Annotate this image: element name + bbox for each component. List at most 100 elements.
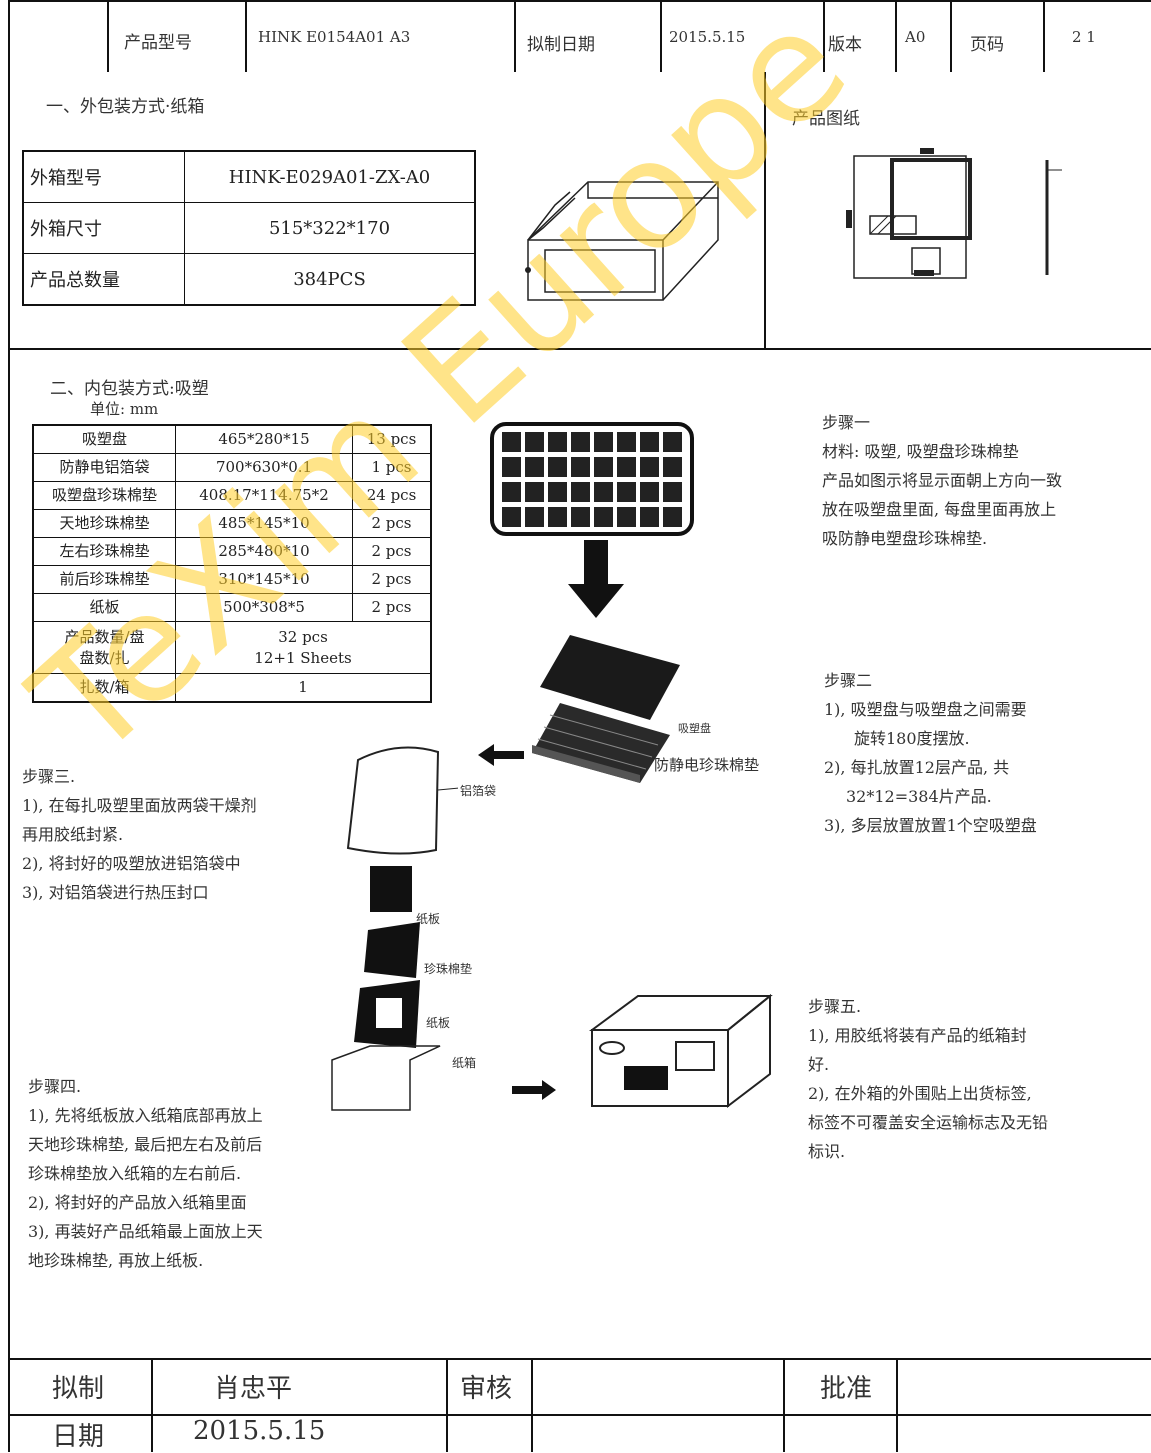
step1-title: 步骤一 [822,413,871,432]
date-value: 2015.5.15 [669,28,746,46]
tray-cell [617,482,636,502]
outer-title: 一、外包装方式·纸箱 [46,97,205,117]
tray-cell [594,432,613,452]
cell-value: 32 pcs 12+1 Sheets [175,621,432,674]
step-line: 天地珍珠棉垫, 最后把左右及前后 [28,1135,263,1154]
tray-cell [571,482,590,502]
cell-qty: 2 pcs [352,593,432,622]
step1-block: 步骤一 材料: 吸塑, 吸塑盘珍珠棉垫 产品如图示将显示面朝上方向一致 放在吸塑… [822,408,1062,553]
cell-size: 700*630*0.1 [175,453,353,482]
cell-name: 防静电铝箔袋 [32,453,176,482]
foam-pad-label: 防静电珍珠棉垫 [654,756,760,774]
per-bundle-label: 盘数/扎 [79,648,130,667]
step-line: 2), 将封好的吸塑放进铝箔袋中 [22,854,241,873]
tray-cell [594,482,613,502]
review-label: 审核 [460,1374,513,1404]
tray-cell [663,457,682,477]
tray-cell [594,507,613,527]
outer-label: 外箱尺寸 [22,202,185,254]
cell-size: 465*280*15 [175,424,353,454]
inner-unit: 单位: mm [90,400,159,418]
tray-cell [640,432,659,452]
per-bundle-value: 12+1 Sheets [254,648,352,667]
foil-bag-label: 铝箔袋 [460,784,497,798]
step-line: 2), 将封好的产品放入纸箱里面 [28,1193,247,1212]
tray-cell [663,507,682,527]
step-line: 旋转180度摆放. [854,729,970,748]
date-label: 拟制日期 [527,35,595,55]
tray-cell [663,482,682,502]
cell-qty: 1 pcs [352,453,432,482]
tray-label: 吸塑盘 [678,722,711,735]
tray-cell [525,432,544,452]
tray-cell [502,507,521,527]
step-line: 产品如图示将显示面朝上方向一致 [822,471,1063,490]
cardboard-label: 纸板 [416,912,441,926]
tray-cell [571,457,590,477]
date-footer-label: 日期 [52,1422,105,1452]
tray-cell [548,432,567,452]
tray-cell [640,482,659,502]
table-row: 外箱型号 HINK-E029A01-ZX-A0 [22,150,476,203]
step-line: 吸防静电塑盘珍珠棉垫. [822,529,988,548]
parts-stack-illustration [331,866,441,1111]
outer-value: HINK-E029A01-ZX-A0 [184,150,476,203]
step-line: 1), 吸塑盘与吸塑盘之间需要 [824,700,1027,719]
step4-title: 步骤四. [28,1077,82,1096]
step-line: 再用胶纸封紧. [22,825,124,844]
cell-name: 扎数/箱 [32,673,176,703]
tray-cell [617,432,636,452]
tray-cell [640,457,659,477]
cell-qty: 2 pcs [352,509,432,538]
tray-cell [502,457,521,477]
per-tray-label: 产品数量/盘 [64,627,145,646]
tray-cell [548,457,567,477]
step-line: 珍珠棉垫放入纸箱的左右前后. [28,1164,242,1183]
sealed-carton-illustration [588,993,773,1109]
date-footer-value: 2015.5.15 [193,1416,326,1446]
step-line: 标签不可覆盖安全运输标志及无铅 [808,1113,1049,1132]
board-label: 纸板 [426,1016,451,1030]
step-line: 2), 在外箱的外围贴上出货标签, [808,1084,1032,1103]
tray-cell [640,507,659,527]
table-row: 外箱尺寸 515*322*170 [22,202,476,254]
tray-cell [571,432,590,452]
page-value: 2 1 [1072,28,1096,46]
step-line: 1), 在每扎吸塑里面放两袋干燥剂 [22,796,257,815]
cell-qty: 24 pcs [352,481,432,510]
table-row: 产品数量/盘 盘数/扎 32 pcs 12+1 Sheets [32,621,432,674]
drawing-title: 产品图纸 [792,109,860,129]
step2-title: 步骤二 [824,671,873,690]
model-label: 产品型号 [124,33,192,53]
outer-label: 产品总数量 [22,253,185,306]
step-line: 材料: 吸塑, 吸塑盘珍珠棉垫 [822,442,1019,461]
tray-cell [502,432,521,452]
left-arrow-icon [478,744,524,766]
foil-bag-illustration [346,746,458,855]
pearl-pad-label: 珍珠棉垫 [424,962,473,976]
drafter-label: 拟制 [52,1374,105,1404]
tray-cell [548,507,567,527]
cell-qty: 2 pcs [352,537,432,566]
tray-cell [525,507,544,527]
right-arrow-icon [512,1080,556,1100]
step5-title: 步骤五. [808,997,862,1016]
step-line: 1), 用胶纸将装有产品的纸箱封 [808,1026,1027,1045]
model-value: HINK E0154A01 A3 [258,28,411,46]
carton-label: 纸箱 [452,1056,477,1070]
tray-cell [525,457,544,477]
product-drawing [846,148,1062,279]
tray-cell [571,507,590,527]
version-value: A0 [905,28,926,46]
step-line: 标识. [808,1142,846,1161]
step-line: 好. [808,1055,830,1074]
cell-value: 1 [175,673,432,703]
outer-value: 515*322*170 [184,202,476,254]
page-label: 页码 [970,35,1004,55]
tray-cell [617,457,636,477]
per-tray-value: 32 pcs [278,627,328,646]
